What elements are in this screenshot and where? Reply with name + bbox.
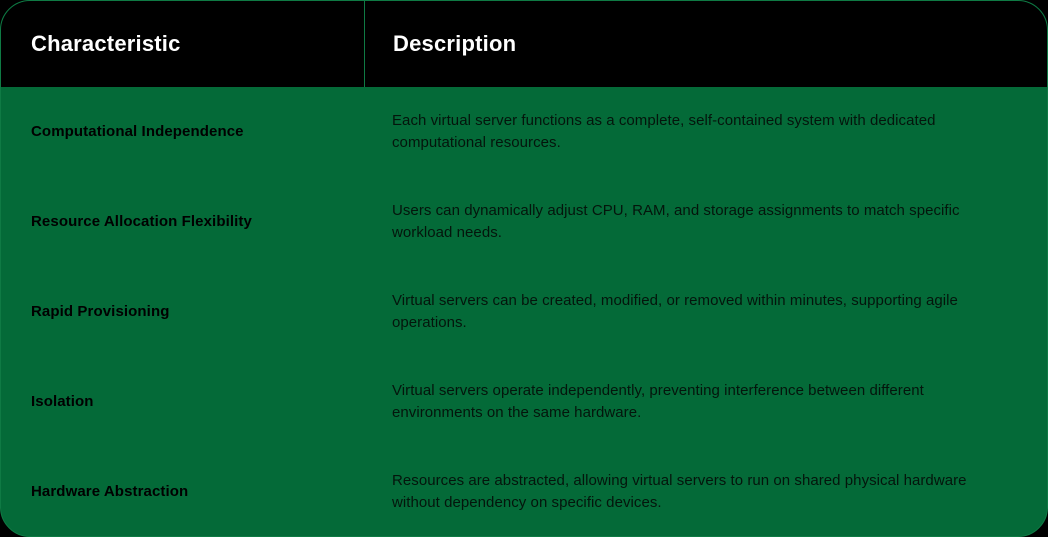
characteristic-label: Hardware Abstraction (31, 483, 189, 500)
cell-description: Virtual servers operate independently, p… (364, 380, 1047, 424)
column-header-description: Description (364, 1, 1047, 87)
column-header-characteristic-label: Characteristic (31, 31, 181, 56)
table-row: Rapid Provisioning Virtual servers can b… (1, 267, 1047, 357)
cell-description: Users can dynamically adjust CPU, RAM, a… (364, 200, 1047, 244)
description-text: Each virtual server functions as a compl… (392, 112, 936, 151)
cell-characteristic: Rapid Provisioning (1, 303, 364, 321)
characteristic-label: Computational Independence (31, 123, 244, 140)
table-body: Computational Independence Each virtual … (1, 87, 1047, 536)
table-row: Hardware Abstraction Resources are abstr… (1, 447, 1047, 536)
column-header-description-label: Description (393, 31, 517, 56)
description-text: Users can dynamically adjust CPU, RAM, a… (392, 202, 960, 241)
cell-characteristic: Isolation (1, 393, 364, 411)
description-text: Virtual servers can be created, modified… (392, 292, 958, 331)
cell-characteristic: Resource Allocation Flexibility (1, 213, 364, 231)
description-text: Virtual servers operate independently, p… (392, 382, 924, 421)
cell-description: Resources are abstracted, allowing virtu… (364, 470, 1047, 514)
description-text: Resources are abstracted, allowing virtu… (392, 472, 967, 511)
table-header-row: Characteristic Description (1, 1, 1047, 87)
table-row: Computational Independence Each virtual … (1, 87, 1047, 177)
cell-description: Each virtual server functions as a compl… (364, 110, 1047, 154)
cell-characteristic: Hardware Abstraction (1, 483, 364, 501)
cell-description: Virtual servers can be created, modified… (364, 290, 1047, 334)
column-header-characteristic: Characteristic (1, 1, 364, 87)
cell-characteristic: Computational Independence (1, 123, 364, 141)
table-row: Resource Allocation Flexibility Users ca… (1, 177, 1047, 267)
characteristic-label: Isolation (31, 393, 94, 410)
characteristic-label: Rapid Provisioning (31, 303, 170, 320)
table-row: Isolation Virtual servers operate indepe… (1, 357, 1047, 447)
characteristic-label: Resource Allocation Flexibility (31, 213, 252, 230)
